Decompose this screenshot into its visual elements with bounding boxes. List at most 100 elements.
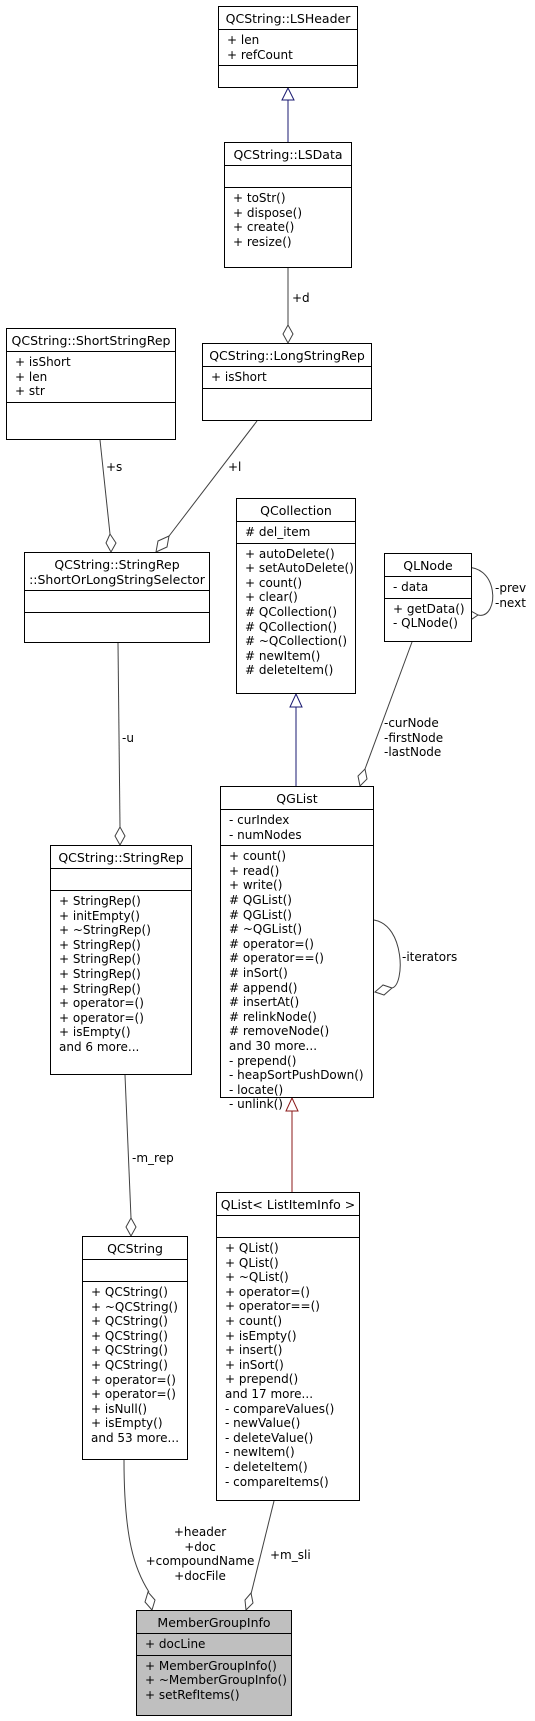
class-method: + ~MemberGroupInfo() [145, 1673, 287, 1688]
class-title-line: QCString::LSHeader [225, 11, 351, 26]
aggregation-diamond [125, 1216, 137, 1238]
class-method: # newItem() [245, 648, 321, 663]
class-method: # inSort() [229, 965, 288, 980]
class-qlist[interactable]: QList< ListItemInfo > + QList()+ QList()+… [216, 1192, 360, 1501]
class-attributes-section [83, 1259, 187, 1281]
edge-label-iterators: -iterators [402, 950, 458, 964]
class-methods-section: + QList()+ QList()+ ~QList()+ operator=(… [217, 1237, 359, 1500]
aggregation-diamond [244, 1591, 254, 1612]
aggregation-diamond [374, 984, 393, 996]
class-method: + ~StringRep() [59, 923, 151, 938]
class-method: + inSort() [225, 1357, 284, 1372]
class-qglist[interactable]: QGList - curIndex- numNodes + count()+ rea… [220, 786, 374, 1111]
edge-label-qcstring-refs: +header +doc +compoundName +docFile [138, 1525, 262, 1583]
class-method: # operator=() [229, 936, 314, 951]
class-method: + QList() [225, 1255, 279, 1270]
class-method: + initEmpty() [59, 908, 140, 923]
class-attribute: + str [15, 384, 45, 399]
class-method: - deleteItem() [225, 1459, 308, 1474]
class-attributes-section: - data [385, 576, 471, 598]
class-membergroupinfo[interactable]: MemberGroupInfo + docLine + MemberGroupInf… [136, 1610, 292, 1716]
class-method: + MemberGroupInfo() [145, 1658, 277, 1673]
class-title-line: QGList [276, 791, 318, 806]
aggregation-diamond [155, 535, 170, 553]
class-method: + clear() [245, 590, 298, 605]
class-method: + operator=() [91, 1372, 176, 1387]
class-method: # deleteItem() [245, 663, 334, 678]
class-method: + QCString() [91, 1314, 168, 1329]
class-method: # QGList() [229, 892, 292, 907]
class-method: + read() [229, 863, 280, 878]
aggregation-diamond [105, 532, 117, 554]
class-method: + isEmpty() [91, 1416, 163, 1431]
class-attributes-section [51, 868, 191, 890]
class-attributes-section: - curIndex- numNodes [221, 809, 373, 845]
class-method: # QGList() [229, 907, 292, 922]
class-method: # ~QCollection() [245, 634, 348, 649]
class-methods-section: + StringRep() + initEmpty()+ ~StringRep()… [51, 890, 191, 1074]
class-method: + insert() [225, 1343, 283, 1358]
class-title-line: MemberGroupInfo [157, 1615, 271, 1630]
edge-label-m-rep: -m_rep [132, 1151, 174, 1165]
class-title: MemberGroupInfo [137, 1611, 291, 1633]
class-title: QCString::StringRep [51, 846, 191, 868]
class-method: + StringRep() [59, 937, 141, 952]
class-title-line: ::ShortOrLongStringSelector [29, 572, 205, 587]
class-method: and 53 more... [91, 1430, 180, 1445]
class-methods-section [7, 401, 175, 439]
class-selector[interactable]: QCString::StringRep::ShortOrLongStringSe… [24, 552, 210, 643]
edge-label-d: +d [292, 291, 310, 305]
class-method: - QLNode() [393, 616, 458, 631]
class-attributes-section: + docLine [137, 1633, 291, 1655]
aggregation-diamond [282, 323, 294, 345]
aggregation-diamond [114, 825, 126, 847]
class-lsheader[interactable]: QCString::LSHeader+ len+ refCount [218, 6, 358, 88]
class-attribute: + len [15, 369, 48, 384]
class-title: QCollection [237, 499, 355, 521]
class-stringrep[interactable]: QCString::StringRep+ StringRep() + initEm… [50, 845, 192, 1075]
class-method: - compareValues() [225, 1401, 335, 1416]
class-method: # QCollection() [245, 619, 338, 634]
class-attribute: - numNodes [229, 827, 302, 842]
class-qlnode[interactable]: QLNode - data+ getData()- QLNode() [384, 553, 472, 642]
class-qcstring[interactable]: QCString+ QCString()+ ~QCString()+ QCStr… [82, 1236, 188, 1460]
class-title: QCString::LSData [225, 143, 351, 165]
class-attributes-section [25, 590, 209, 612]
label-lastnode: -lastNode [384, 745, 442, 760]
inheritance-arrowhead [281, 86, 295, 101]
class-methods-section [219, 65, 357, 87]
class-attribute: + len [227, 33, 260, 47]
class-method: - heapSortPushDown() [229, 1068, 364, 1083]
class-method: + isEmpty() [225, 1328, 297, 1343]
edge-label-m-sli: +m_sli [270, 1548, 311, 1562]
class-method: + operator=() [59, 996, 144, 1011]
class-method: + dispose() [233, 205, 303, 220]
class-longstringrep[interactable]: QCString::LongStringRep+ isShort [202, 343, 372, 421]
class-method: + QCString() [91, 1357, 168, 1372]
class-qcollection[interactable]: QCollection# del_item+ autoDelete()+ set… [236, 498, 356, 694]
class-method: + isEmpty() [59, 1025, 131, 1040]
class-methods-section: + getData()- QLNode() [385, 597, 471, 641]
class-method: + operator=() [225, 1284, 310, 1299]
class-method: + count() [229, 849, 287, 864]
class-method: - newValue() [225, 1416, 301, 1431]
class-title-line: QLNode [403, 558, 453, 573]
edge-label-l: +l [228, 460, 242, 474]
edge-qglist-self-loop [373, 919, 401, 989]
class-method: - deleteValue() [225, 1430, 314, 1445]
class-shortstringrep[interactable]: QCString::ShortStringRep+ isShort+ len+ … [6, 328, 176, 440]
class-title-line: QCString::StringRep [58, 850, 184, 865]
class-title: QCString::StringRep::ShortOrLongStringSe… [25, 553, 209, 590]
class-method: + QCString() [91, 1328, 168, 1343]
class-lsdata[interactable]: QCString::LSData+ toStr()+ dispose()+ cr… [224, 142, 352, 268]
edge-label-qlnode-self: -prev -next [495, 581, 526, 610]
class-title-line: QCString::LSData [233, 147, 343, 162]
class-attribute: + isShort [211, 370, 267, 384]
class-method: - compareItems() [225, 1474, 329, 1489]
edge-label-u: -u [122, 731, 134, 745]
class-method: and 30 more... [229, 1038, 318, 1053]
class-method: + prepend() [225, 1372, 299, 1387]
label-firstnode: -firstNode [384, 730, 444, 745]
class-method: # ~QGList() [229, 922, 303, 937]
class-title: QList< ListItemInfo > [217, 1193, 359, 1215]
